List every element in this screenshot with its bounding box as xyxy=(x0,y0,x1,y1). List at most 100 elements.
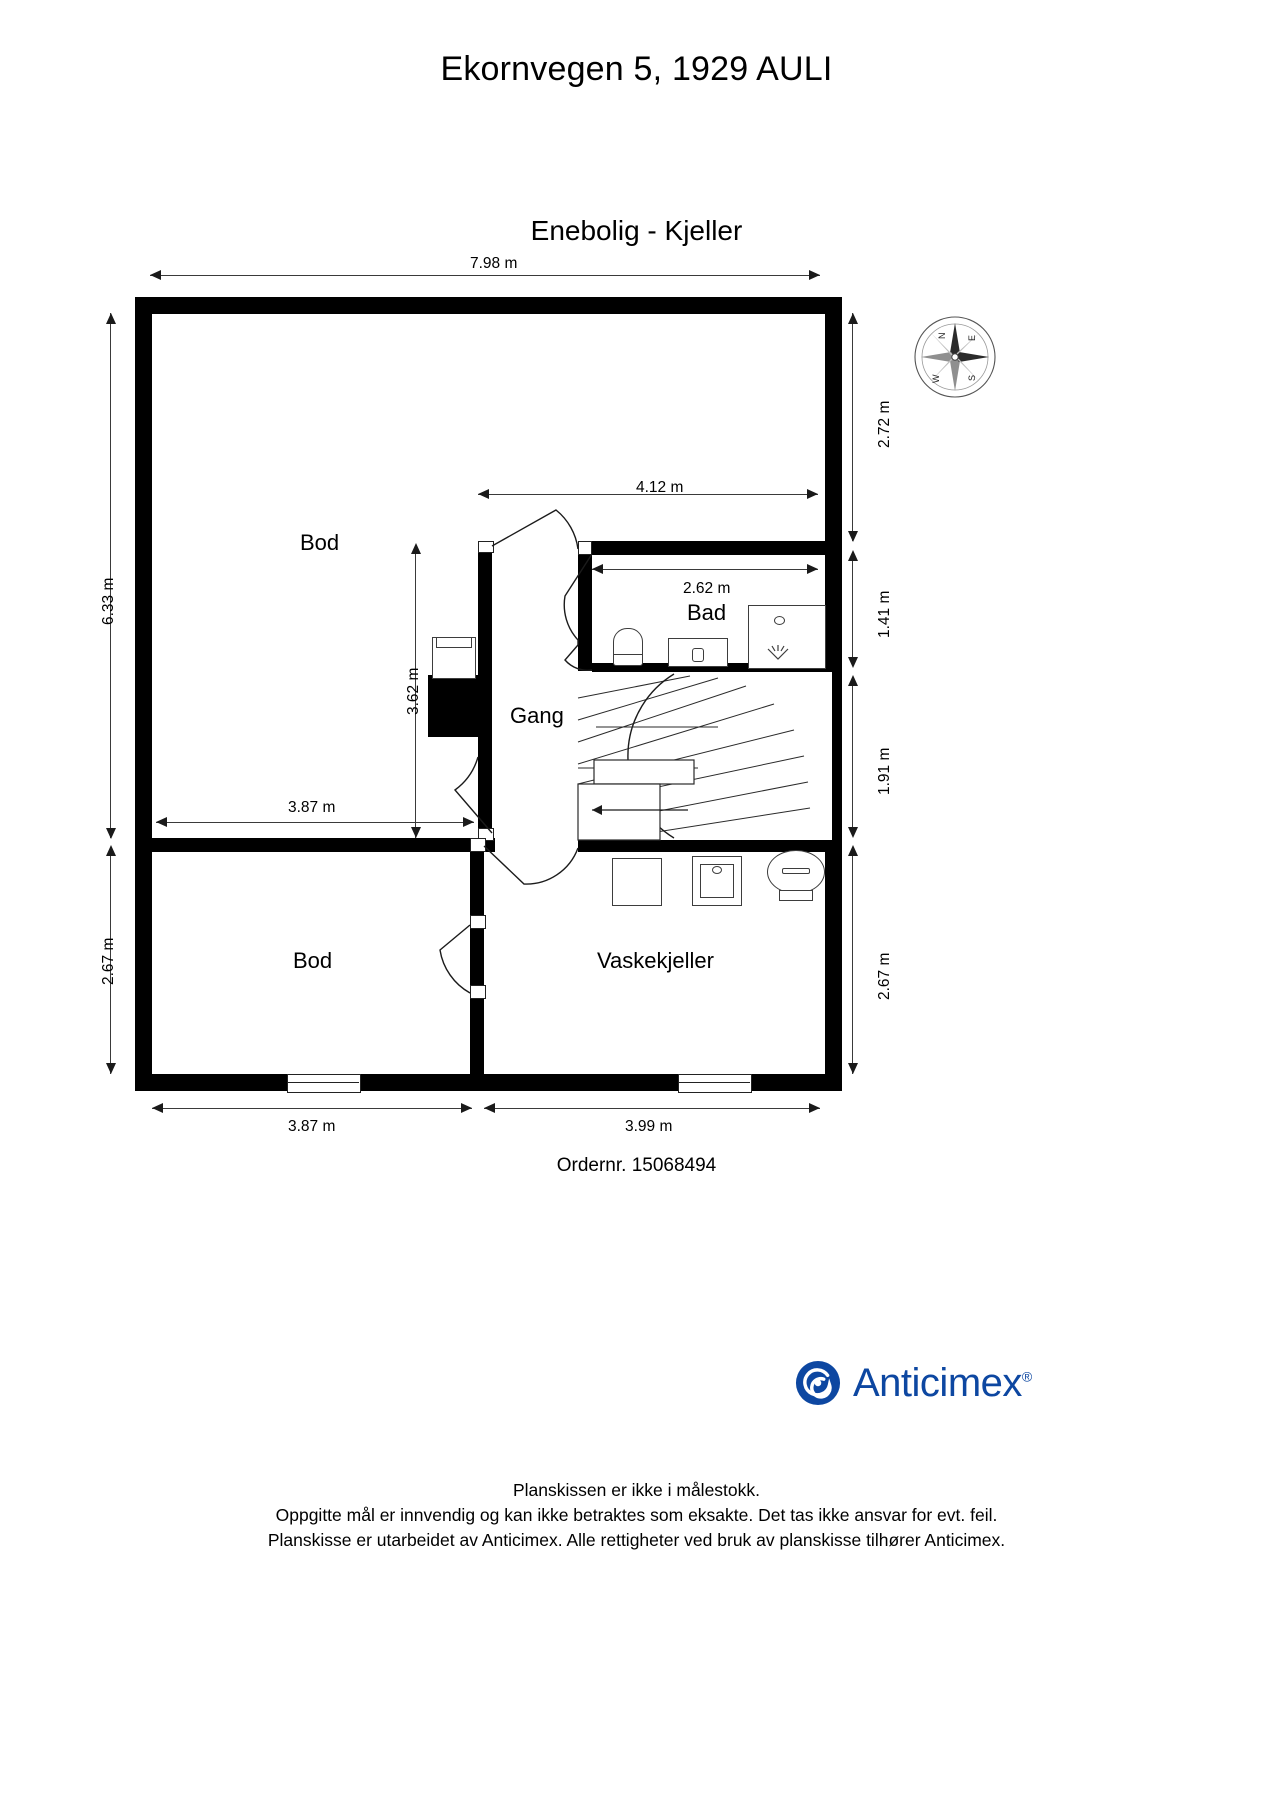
dimension-label-bottom-right: 3.99 m xyxy=(625,1118,673,1135)
dimension-arrow-bottom-right-a xyxy=(484,1103,495,1113)
dimension-arrow-bottom-left-a xyxy=(152,1103,163,1113)
dimension-arrow-right-stair-a xyxy=(848,675,858,686)
dimension-arrow-right-bottom-a xyxy=(848,845,858,856)
dimension-arrow-left-lower-top xyxy=(106,845,116,856)
wall-exterior-right xyxy=(825,297,842,1091)
room-label-vaskekjeller: Vaskekjeller xyxy=(597,948,714,973)
shower-head-icon xyxy=(767,645,789,660)
dimension-label-412: 4.12 m xyxy=(636,479,684,496)
dryer-drain-icon xyxy=(712,866,722,874)
door-gap-bad xyxy=(578,541,592,555)
door-gap-vaskekjeller xyxy=(470,838,486,852)
footer-line-3: Planskisse er utarbeidet av Anticimex. A… xyxy=(267,1530,1006,1550)
dimension-line-412 xyxy=(478,494,818,495)
dimension-line-left-upper xyxy=(110,313,111,838)
dimension-arrow-262-left xyxy=(592,564,603,574)
floor-drain-icon xyxy=(774,616,785,625)
dimension-line-left-lower xyxy=(110,852,111,1074)
wall-exterior-left xyxy=(135,297,152,1091)
dimension-line-right-stair xyxy=(852,680,853,835)
shower-area xyxy=(748,605,826,669)
door-gap-bod-gang-top xyxy=(478,541,494,553)
footer-line-1: Planskissen er ikke i målestokk. xyxy=(512,1480,761,1500)
door-gap-bod-lower xyxy=(470,915,486,929)
dimension-line-top-overall xyxy=(150,275,820,276)
dimension-label-262: 2.62 m xyxy=(683,580,731,597)
window-bottom-right-mullion xyxy=(678,1082,750,1083)
registered-mark: ® xyxy=(1021,1368,1032,1385)
dimension-line-bottom-right xyxy=(484,1108,820,1109)
dimension-label-left-upper: 6.33 m xyxy=(100,577,117,625)
dimension-label-bottom-left: 3.87 m xyxy=(288,1118,336,1135)
dimension-arrow-262-right xyxy=(807,564,818,574)
dimension-label-left-lower: 2.67 m xyxy=(100,937,117,985)
wall-interior-vertical-upper xyxy=(478,541,492,841)
dimension-label-362: 3.62 m xyxy=(405,667,422,715)
dimension-line-right-top xyxy=(852,313,853,541)
dimension-line-bottom-left xyxy=(152,1108,472,1109)
dimension-arrow-387-mid-left xyxy=(156,817,167,827)
dimension-label-right-stair: 1.91 m xyxy=(876,747,893,795)
dimension-arrow-right-bad-a xyxy=(848,550,858,561)
dimension-arrow-left-lower-bottom xyxy=(106,1063,116,1074)
window-bottom-right xyxy=(678,1074,752,1093)
dimension-line-362 xyxy=(415,548,416,838)
sink-drain-bar xyxy=(782,868,810,874)
anticimex-wordmark: Anticimex® xyxy=(853,1361,1032,1406)
dimension-arrow-412-right xyxy=(807,489,818,499)
floor-plan-drawing: 7.98 m xyxy=(100,255,997,1135)
dimension-arrow-362-top xyxy=(411,543,421,554)
dimension-label-right-bad: 1.41 m xyxy=(876,590,893,638)
door-gap-bod-lower-bottom xyxy=(470,985,486,999)
sink-basin xyxy=(692,648,704,662)
wall-bad-top xyxy=(578,541,830,555)
page-title: Ekornvegen 5, 1929 AULI xyxy=(440,50,833,88)
dimension-arrow-bottom-left-b xyxy=(461,1103,472,1113)
compass-north-label: N xyxy=(937,333,947,340)
cabinet-top-band xyxy=(436,637,472,648)
dimension-line-right-bad xyxy=(852,555,853,665)
dimension-label-387-mid: 3.87 m xyxy=(288,799,336,816)
dimension-arrow-412-left xyxy=(478,489,489,499)
compass-rose-icon: N E S W xyxy=(913,315,997,399)
wall-interior-horizontal-left xyxy=(135,838,495,852)
dimension-arrow-top-left xyxy=(150,270,161,280)
compass-west-label: W xyxy=(931,374,941,383)
room-label-bod-lower: Bod xyxy=(293,948,333,973)
wall-vaskekjeller-top xyxy=(578,838,830,852)
footer-disclaimer: Planskissen er ikke i målestokk. Oppgitt… xyxy=(0,1478,1273,1553)
wall-bad-left xyxy=(578,541,592,671)
room-label-bod-upper: Bod xyxy=(300,530,340,555)
plan-subtitle: Enebolig - Kjeller xyxy=(530,215,743,246)
dimension-arrow-right-stair-b xyxy=(848,827,858,838)
footer-line-2: Oppgitte mål er innvendig og kan ikke be… xyxy=(275,1505,998,1525)
dimension-arrow-left-upper-bottom xyxy=(106,828,116,839)
dimension-arrow-387-mid-right xyxy=(463,817,474,827)
compass-south-label: S xyxy=(967,375,977,381)
compass-east-label: E xyxy=(967,335,977,341)
order-number-label: Ordernr. 15068494 xyxy=(556,1155,717,1176)
room-label-gang: Gang xyxy=(510,703,564,728)
dimension-arrow-left-upper-top xyxy=(106,313,116,324)
dimension-arrow-right-top-b xyxy=(848,531,858,542)
dimension-label-right-top: 2.72 m xyxy=(876,400,893,448)
dimension-arrow-right-top-a xyxy=(848,313,858,324)
wall-stub-chimney xyxy=(428,675,480,737)
dimension-line-right-bottom xyxy=(852,852,853,1074)
dimension-line-262 xyxy=(592,569,818,570)
dimension-label-right-bottom: 2.67 m xyxy=(876,952,893,1000)
dimension-label-top-overall: 7.98 m xyxy=(470,255,518,272)
anticimex-logo: Anticimex® xyxy=(795,1360,1032,1406)
window-bottom-left-mullion xyxy=(287,1082,359,1083)
anticimex-wordmark-text: Anticimex xyxy=(853,1360,1022,1405)
window-bottom-left xyxy=(287,1074,361,1093)
dimension-arrow-bottom-right-b xyxy=(809,1103,820,1113)
wall-interior-vertical-lower xyxy=(470,838,484,1091)
dimension-arrow-right-bottom-b xyxy=(848,1063,858,1074)
toilet-seat xyxy=(613,654,643,666)
dimension-line-387-mid xyxy=(156,822,474,823)
anticimex-spiral-icon xyxy=(795,1360,841,1406)
room-label-bad: Bad xyxy=(687,600,727,625)
dimension-arrow-top-right xyxy=(809,270,820,280)
